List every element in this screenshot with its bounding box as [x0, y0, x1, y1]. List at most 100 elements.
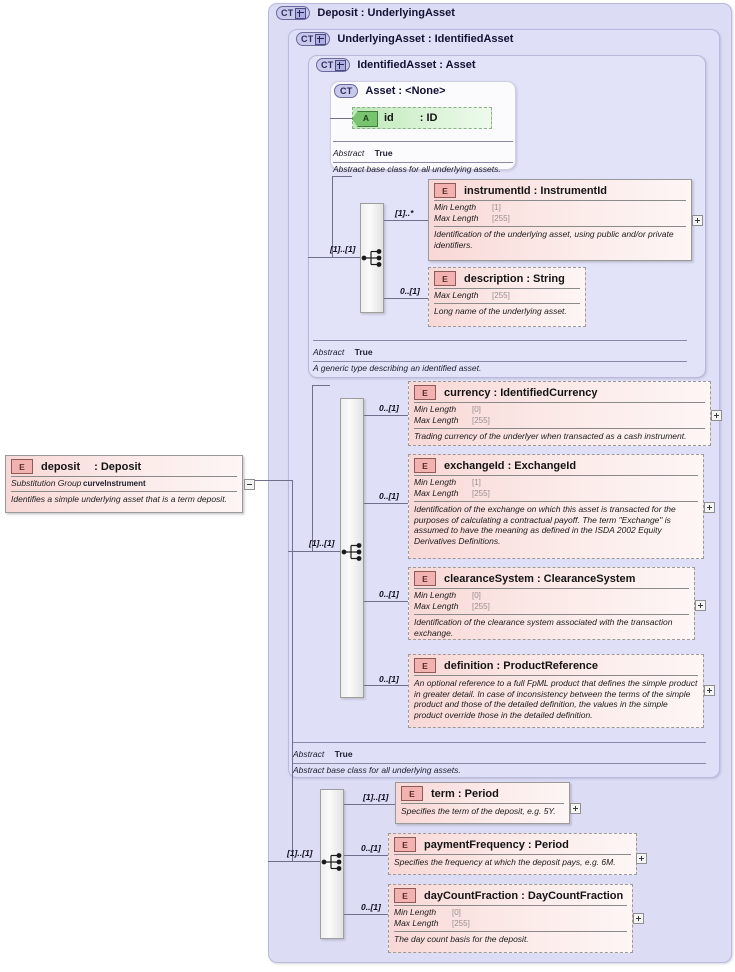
element-currency-annotation: Trading currency of the underlyer when t…: [414, 431, 687, 441]
element-clearancesystem-name: clearanceSystem : ClearanceSystem: [444, 572, 636, 585]
element-description[interactable]: E description : String Max Length[255] L…: [428, 267, 586, 327]
expand-instrumentid-button[interactable]: [692, 215, 703, 226]
connector: [364, 503, 408, 504]
element-instrumentid-header: E instrumentId : InstrumentId: [429, 180, 691, 200]
expand-clearancesystem-button[interactable]: [695, 600, 706, 611]
element-deposit-root[interactable]: E deposit : Deposit Substitution Group c…: [5, 455, 243, 513]
expand-definition-button[interactable]: [704, 685, 715, 696]
element-description-name: description : String: [464, 272, 565, 285]
facet-name: Max Length: [394, 918, 439, 928]
element-clearancesystem-annotation: Identification of the clearance system a…: [414, 617, 673, 638]
sequence-icon: [361, 249, 382, 267]
expand-paymentfrequency-button[interactable]: [636, 853, 647, 864]
connector: [384, 298, 428, 299]
cardinality-term: [1]..[1]: [363, 792, 389, 802]
connector: [312, 551, 340, 552]
attribute-id[interactable]: A id : ID: [352, 107, 492, 129]
container-underlyingasset-title: UnderlyingAsset : IdentifiedAsset: [337, 33, 514, 45]
facet-value: [1]: [492, 203, 501, 212]
facet-value: [255]: [472, 489, 490, 498]
element-currency[interactable]: E currency : IdentifiedCurrency Min Leng…: [408, 381, 711, 446]
collapse-deposit-button[interactable]: [244, 479, 255, 490]
element-paymentfrequency[interactable]: E paymentFrequency : Period Specifies th…: [388, 833, 637, 875]
element-clearancesystem[interactable]: E clearanceSystem : ClearanceSystem Min …: [408, 567, 695, 640]
facet-value: curveInstrument: [83, 479, 146, 488]
element-paymentfrequency-name: paymentFrequency : Period: [424, 838, 569, 851]
facet-name: Min Length: [394, 907, 437, 917]
identifiedasset-abstract-label: Abstract: [313, 347, 345, 357]
cardinality-exchangeid: 0..[1]: [379, 491, 399, 501]
element-daycountfraction[interactable]: E dayCountFraction : DayCountFraction Mi…: [388, 884, 633, 953]
element-paymentfrequency-header: E paymentFrequency : Period: [389, 834, 636, 854]
facet-name: Max Length: [414, 415, 459, 425]
facet-value: [255]: [452, 919, 470, 928]
connector: [364, 685, 408, 686]
container-asset-header: CT Asset : <None>: [334, 84, 446, 98]
ct-plus-icon[interactable]: CT: [296, 32, 331, 46]
connector: [384, 220, 428, 221]
identifiedasset-abstract-row: Abstract True A generic type describing …: [313, 340, 687, 373]
sequence-icon: [341, 543, 362, 561]
element-badge-icon: E: [414, 385, 436, 400]
element-definition-name: definition : ProductReference: [444, 659, 599, 672]
container-deposit-title: Deposit : UnderlyingAsset: [317, 7, 455, 19]
element-deposit-type: : Deposit: [94, 460, 142, 473]
sequence-compositor-underlyingasset[interactable]: [340, 398, 364, 698]
facet-value: [1]: [472, 478, 481, 487]
expand-currency-button[interactable]: [711, 410, 722, 421]
underlyingasset-abstract-label: Abstract: [293, 749, 325, 759]
asset-abstract-row: Abstract True Abstract base class for al…: [333, 141, 513, 174]
element-deposit-name: deposit: [41, 460, 81, 473]
facet-name: Min Length: [434, 202, 477, 212]
element-exchangeid-facets: Min Length[1] Max Length[255]: [409, 476, 703, 501]
element-instrumentid-facets: Min Length[1] Max Length[255]: [429, 201, 691, 226]
element-definition-annotation: An optional reference to a full FpML pro…: [414, 678, 698, 720]
element-definition[interactable]: E definition : ProductReference An optio…: [408, 654, 704, 728]
ct-icon: CT: [334, 84, 359, 98]
underlyingasset-abstract-value: True: [334, 749, 353, 759]
asset-annotation: Abstract base class for all underlying a…: [333, 164, 501, 174]
element-clearancesystem-facets: Min Length[0] Max Length[255]: [409, 589, 694, 614]
expand-daycountfraction-button[interactable]: [633, 913, 644, 924]
element-instrumentid-name: instrumentId : InstrumentId: [464, 184, 607, 197]
connector: [308, 257, 332, 258]
connector: [312, 385, 313, 552]
facet-name: Substitution Group: [11, 478, 82, 488]
facet-name: Max Length: [434, 213, 479, 223]
cardinality-instrumentid: [1]..*: [395, 208, 414, 218]
ct-plus-icon[interactable]: CT: [316, 58, 351, 72]
element-badge-icon: E: [414, 458, 436, 473]
element-term[interactable]: E term : Period Specifies the term of th…: [395, 782, 570, 824]
element-badge-icon: E: [434, 271, 456, 286]
connector: [268, 861, 292, 862]
facet-name: Min Length: [414, 590, 457, 600]
facet-value: [0]: [472, 405, 481, 414]
element-daycountfraction-annotation: The day count basis for the deposit.: [394, 934, 529, 944]
asset-abstract-label: Abstract: [333, 148, 365, 158]
facet-name: Min Length: [414, 404, 457, 414]
element-exchangeid[interactable]: E exchangeId : ExchangeId Min Length[1] …: [408, 454, 704, 559]
connector: [255, 480, 293, 481]
connector: [344, 855, 388, 856]
connector: [332, 176, 352, 177]
facet-value: [0]: [472, 591, 481, 600]
element-badge-icon: E: [394, 837, 416, 852]
container-identifiedasset-header: CT IdentifiedAsset : Asset: [316, 58, 476, 72]
underlyingasset-annotation: Abstract base class for all underlying a…: [293, 765, 461, 775]
facet-name: Max Length: [414, 601, 459, 611]
underlyingasset-abstract-row: Abstract True Abstract base class for al…: [293, 742, 706, 775]
cardinality-description: 0..[1]: [400, 286, 420, 296]
facet-name: Max Length: [414, 488, 459, 498]
ct-plus-icon[interactable]: CT: [276, 6, 311, 20]
expand-exchangeid-button[interactable]: [704, 502, 715, 513]
expand-term-button[interactable]: [570, 803, 581, 814]
element-paymentfrequency-annotation: Specifies the frequency at which the dep…: [394, 857, 616, 867]
element-instrumentid[interactable]: E instrumentId : InstrumentId Min Length…: [428, 179, 692, 261]
element-deposit-facets: Substitution Group curveInstrument: [6, 477, 242, 491]
element-description-facets: Max Length[255]: [429, 289, 585, 303]
connector: [312, 385, 330, 386]
cardinality-seq-deposit: [1]..[1]: [287, 848, 313, 858]
element-deposit-annotation: Identifies a simple underlying asset tha…: [11, 494, 227, 504]
connector: [332, 257, 360, 258]
